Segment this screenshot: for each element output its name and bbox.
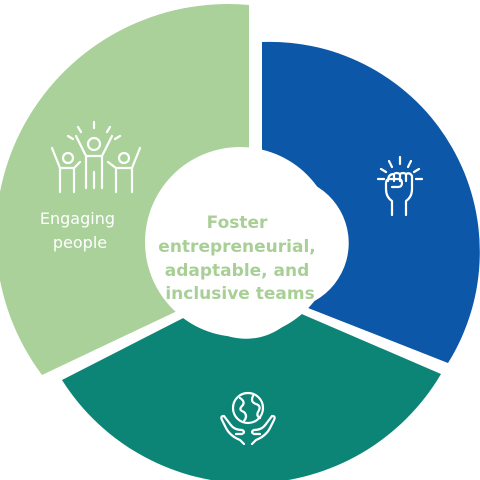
center-title: Foster entrepreneurial, adaptable, and i… xyxy=(158,213,321,304)
segment-label-engaging: Engaging people xyxy=(40,209,120,252)
raised-fist-icon xyxy=(376,155,424,217)
segment-blue xyxy=(262,41,480,364)
people-celebrating-icon xyxy=(50,120,142,194)
segment-label-line-2: people xyxy=(53,233,107,252)
globe-in-hands-icon xyxy=(220,391,276,446)
segment-teal xyxy=(62,312,441,480)
center-line-3: adaptable, and xyxy=(165,261,310,281)
segment-engaging-people xyxy=(0,4,249,375)
center-line-4: inclusive teams xyxy=(165,284,314,304)
center-line-2: entrepreneurial, xyxy=(158,237,315,257)
segment-label-line-1: Engaging xyxy=(40,209,115,228)
center-circle xyxy=(145,147,335,337)
center-line-1: Foster xyxy=(207,213,268,233)
